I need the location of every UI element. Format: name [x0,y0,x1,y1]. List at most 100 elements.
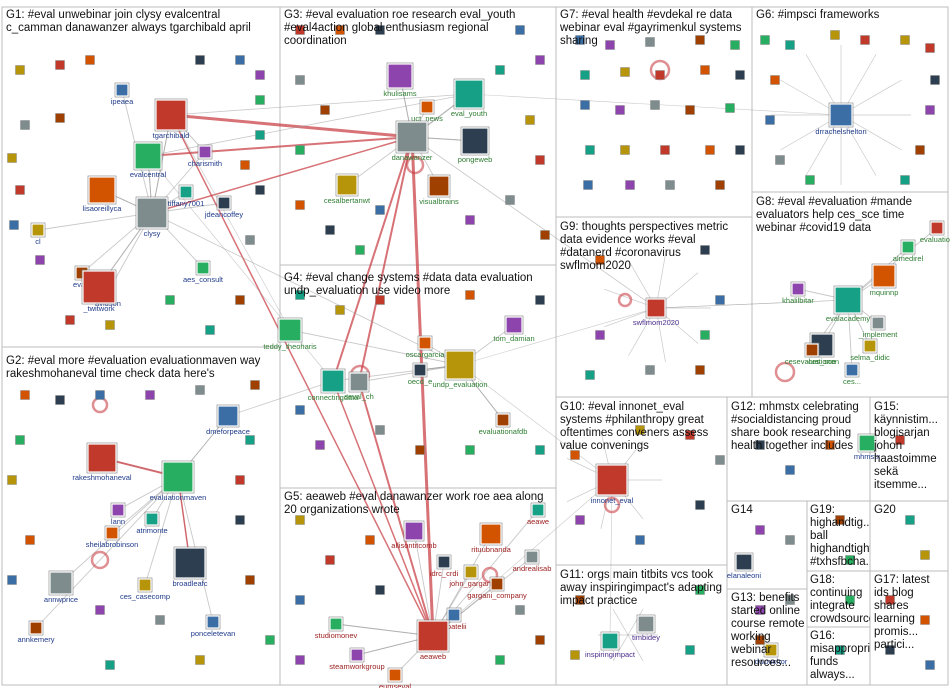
minor-node[interactable] [205,325,215,335]
minor-node[interactable] [755,605,765,615]
minor-node[interactable] [535,635,545,645]
minor-node[interactable] [655,70,665,80]
node-swflmom2020[interactable]: swflmom2020 [633,297,679,327]
minor-node[interactable] [715,455,725,465]
minor-node[interactable] [925,660,935,670]
minor-node[interactable] [255,185,265,195]
minor-node[interactable] [320,105,330,115]
minor-node[interactable] [715,295,725,305]
node-sheilabrobinson[interactable]: sheilabrobinson [86,525,139,549]
minor-node[interactable] [195,55,205,65]
minor-node[interactable] [235,295,245,305]
node-eumseval[interactable]: eumseval [379,667,411,688]
node-ponceletevan[interactable]: ponceletevan [191,614,236,638]
minor-node[interactable] [240,160,250,170]
minor-node[interactable] [785,465,795,475]
minor-node[interactable] [465,290,475,300]
node-twitwork[interactable]: _twitwork [81,269,117,313]
minor-node[interactable] [900,35,910,45]
minor-node[interactable] [375,585,385,595]
minor-node[interactable] [580,100,590,110]
node-evalacademy[interactable]: evalacademy [826,285,870,323]
minor-node[interactable] [250,380,260,390]
node-ces[interactable]: ces... [843,362,861,386]
node-cesalbertanwt[interactable]: cesalbertanwt [324,173,371,205]
node-uct_news[interactable]: uct_news [411,99,443,123]
minor-node[interactable] [325,225,335,235]
minor-node[interactable] [583,180,593,190]
minor-node[interactable] [535,155,545,165]
minor-node[interactable] [770,75,780,85]
minor-node[interactable] [645,37,655,47]
node-andrealisab[interactable]: andrealisab [513,549,552,573]
node-oecd_e[interactable]: oecd_e [408,362,433,386]
minor-node[interactable] [700,65,710,75]
node-dmeforpeace[interactable]: dmeforpeace [206,404,250,436]
minor-node[interactable] [20,120,30,130]
node-dwouchor[interactable]: dwouchor [755,642,788,666]
minor-node[interactable] [725,103,735,113]
node-evaluation[interactable]: evaluation [920,220,950,244]
minor-node[interactable] [835,645,845,655]
node-mhmstx[interactable]: mhmstx [854,433,881,461]
minor-node[interactable] [515,25,525,35]
minor-node[interactable] [695,500,705,510]
minor-node[interactable] [265,635,275,645]
minor-node[interactable] [730,40,740,50]
minor-node[interactable] [505,195,515,205]
minor-node[interactable] [585,370,595,380]
minor-node[interactable] [535,295,545,305]
minor-node[interactable] [295,595,305,605]
minor-node[interactable] [620,145,630,155]
node-tiffany7001[interactable]: tiffany7001 [168,184,205,208]
minor-node[interactable] [295,515,305,525]
minor-node[interactable] [765,115,775,125]
minor-node[interactable] [165,295,175,305]
minor-node[interactable] [15,185,25,195]
minor-node[interactable] [785,40,795,50]
node-studiomonev[interactable]: studiomonev [315,616,358,640]
minor-node[interactable] [605,40,615,50]
minor-node[interactable] [695,365,705,375]
minor-node[interactable] [885,645,895,655]
minor-node[interactable] [55,113,65,123]
minor-node[interactable] [255,130,265,140]
minor-node[interactable] [540,230,550,240]
minor-node[interactable] [295,405,305,415]
node-selma_didic[interactable]: selma_didic [850,338,890,362]
node-jdeancoffey[interactable]: jdeancoffey [204,195,243,219]
node-almedirel[interactable]: almedirel [893,239,924,263]
minor-node[interactable] [255,70,265,80]
minor-node[interactable] [495,655,505,665]
minor-node[interactable] [575,515,585,525]
minor-node[interactable] [535,445,545,455]
minor-node[interactable] [825,440,835,450]
node-teddy_theoharis[interactable]: teddy_theoharis [263,317,317,351]
minor-node[interactable] [155,615,165,625]
minor-node[interactable] [930,75,940,85]
minor-node[interactable] [785,535,795,545]
node-cesevaluationon[interactable]: cesevaluationon [785,342,839,366]
minor-node[interactable] [295,200,305,210]
node-oscargarcia[interactable]: oscargarcia [406,335,446,359]
minor-node[interactable] [105,660,115,670]
node-tom_damian[interactable]: tom_damian [493,315,535,343]
minor-node[interactable] [375,425,385,435]
node-aes_consult[interactable]: aes_consult [183,260,224,284]
node-rakeshmohaneval[interactable]: rakeshmohaneval [72,442,132,482]
minor-node[interactable] [25,535,35,545]
minor-node[interactable] [755,635,765,645]
minor-node[interactable] [760,35,770,45]
node-eval_youth[interactable]: eval_youth [451,78,487,118]
minor-node[interactable] [325,555,335,565]
node-implement[interactable]: _implement [858,315,899,339]
node-annkemery[interactable]: annkemery [17,620,55,644]
node-steamworkgroup[interactable]: steamworkgroup [329,647,385,671]
minor-node[interactable] [335,305,345,315]
node-danawanzer[interactable]: danawanzer [392,120,433,162]
minor-node[interactable] [145,390,155,400]
minor-node[interactable] [755,525,765,535]
node-elanaleoni[interactable]: elanaleoni [727,552,762,580]
minor-node[interactable] [335,25,345,35]
node-tgarchibald[interactable]: tgarchibald [153,98,190,140]
